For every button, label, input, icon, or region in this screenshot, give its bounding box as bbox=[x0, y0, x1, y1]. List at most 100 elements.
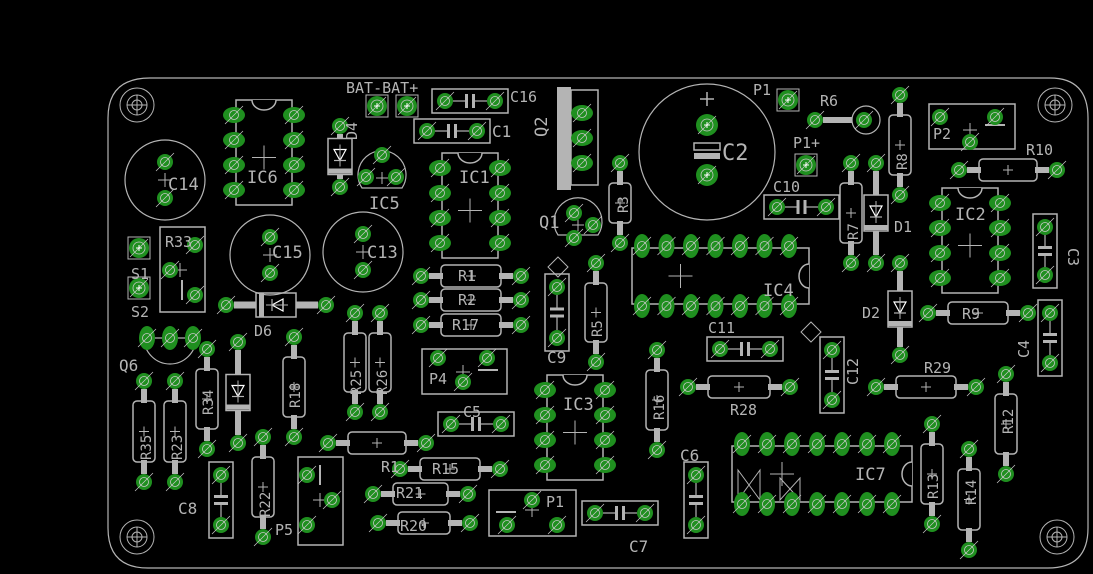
c10-pad[interactable] bbox=[816, 197, 836, 217]
c4-pad[interactable] bbox=[1040, 303, 1060, 323]
c2-pad[interactable] bbox=[696, 164, 718, 186]
c6-pad[interactable] bbox=[686, 465, 706, 485]
r33-pad[interactable] bbox=[160, 260, 180, 280]
r17-pad[interactable] bbox=[411, 315, 431, 335]
ic5-pin[interactable] bbox=[356, 167, 376, 187]
r26-pad[interactable] bbox=[370, 303, 390, 323]
d1-pad[interactable] bbox=[866, 153, 886, 173]
ic6-pin[interactable] bbox=[223, 105, 245, 125]
q1-pin[interactable] bbox=[583, 215, 603, 235]
r34-pad[interactable] bbox=[197, 439, 217, 459]
r-unlabeled-pad[interactable] bbox=[416, 433, 436, 453]
p2-pad[interactable] bbox=[960, 132, 980, 152]
r28-pad[interactable] bbox=[678, 377, 698, 397]
r1-pad[interactable] bbox=[411, 266, 431, 286]
ic4-pin[interactable] bbox=[706, 294, 725, 318]
ic7-pin[interactable] bbox=[732, 432, 752, 456]
r17-pad[interactable] bbox=[511, 315, 531, 335]
r15-pad[interactable] bbox=[390, 459, 410, 479]
r34-pad[interactable] bbox=[197, 339, 217, 359]
ic7-pin[interactable] bbox=[857, 492, 877, 516]
c8-pad[interactable] bbox=[211, 465, 231, 485]
q1-pin[interactable] bbox=[564, 203, 584, 223]
ic7-pin[interactable] bbox=[857, 432, 877, 456]
c5-pad[interactable] bbox=[491, 414, 511, 434]
p5-pad[interactable] bbox=[297, 515, 317, 535]
c5-pad[interactable] bbox=[441, 414, 461, 434]
r5-pad[interactable] bbox=[586, 253, 606, 273]
c16-pad[interactable] bbox=[435, 91, 455, 111]
c15-pad[interactable] bbox=[260, 227, 280, 247]
ic6-pin[interactable] bbox=[283, 180, 305, 200]
ic6-pin[interactable] bbox=[223, 130, 245, 150]
ic3-pin[interactable] bbox=[534, 380, 556, 400]
r21-pad[interactable] bbox=[363, 484, 383, 504]
c13-pad[interactable] bbox=[353, 224, 373, 244]
c2-pad[interactable] bbox=[696, 114, 718, 136]
r20-pad[interactable] bbox=[368, 513, 388, 533]
c14-pad[interactable] bbox=[155, 152, 175, 172]
c12-pad[interactable] bbox=[822, 340, 842, 360]
r28-pad[interactable] bbox=[780, 377, 800, 397]
ic3-pin[interactable] bbox=[594, 455, 616, 475]
r14-pad[interactable] bbox=[959, 540, 979, 560]
r33-pad[interactable] bbox=[185, 285, 205, 305]
ic2-pin[interactable] bbox=[929, 218, 951, 238]
ic7-pin[interactable] bbox=[732, 492, 752, 516]
c15-pad[interactable] bbox=[260, 263, 280, 283]
r20-pad[interactable] bbox=[460, 513, 480, 533]
ic3-pin[interactable] bbox=[594, 405, 616, 425]
ic4-pin[interactable] bbox=[779, 294, 799, 318]
r7-pad[interactable] bbox=[841, 153, 861, 173]
r13-pad[interactable] bbox=[922, 514, 942, 534]
r2-pad[interactable] bbox=[411, 290, 431, 310]
ic6-pin[interactable] bbox=[223, 180, 245, 200]
r8-pad[interactable] bbox=[890, 185, 910, 205]
ic6-pin[interactable] bbox=[283, 155, 305, 175]
ic1-pin[interactable] bbox=[489, 208, 511, 228]
ic7-pin[interactable] bbox=[782, 492, 802, 516]
r6-pad[interactable] bbox=[854, 110, 874, 130]
ic4-pin[interactable] bbox=[657, 294, 676, 318]
r5-pad[interactable] bbox=[586, 352, 606, 372]
d2-pad[interactable] bbox=[890, 345, 910, 365]
r2-pad[interactable] bbox=[511, 290, 531, 310]
r16-pad[interactable] bbox=[647, 440, 667, 460]
r23-pad[interactable] bbox=[165, 472, 185, 492]
d4-pad[interactable] bbox=[330, 116, 350, 136]
ic1-pin[interactable] bbox=[489, 158, 511, 178]
p1-pad[interactable] bbox=[497, 515, 517, 535]
c10-pad[interactable] bbox=[767, 197, 787, 217]
ic6-pin[interactable] bbox=[223, 155, 245, 175]
d-unlabeled-pad[interactable] bbox=[228, 433, 248, 453]
r22-pad[interactable] bbox=[253, 527, 273, 547]
r9-pad[interactable] bbox=[1018, 303, 1038, 323]
ic4-pin[interactable] bbox=[755, 294, 774, 318]
r18-pad[interactable] bbox=[284, 327, 304, 347]
ic4-pin[interactable] bbox=[657, 234, 676, 258]
s2-pad[interactable] bbox=[127, 276, 151, 300]
ic2-pin[interactable] bbox=[929, 268, 951, 288]
r25-pad[interactable] bbox=[345, 303, 365, 323]
r9-pad[interactable] bbox=[918, 303, 938, 323]
p1-pad[interactable] bbox=[776, 88, 800, 112]
ic7-pin[interactable] bbox=[832, 492, 852, 516]
p1-pad[interactable] bbox=[547, 515, 567, 535]
ic4-pin[interactable] bbox=[681, 234, 701, 258]
q1-pin[interactable] bbox=[564, 228, 584, 248]
ic4-pin[interactable] bbox=[730, 294, 750, 318]
ic3-pin[interactable] bbox=[534, 430, 556, 450]
ic1-pin[interactable] bbox=[429, 183, 451, 203]
ic1-pin[interactable] bbox=[489, 233, 511, 253]
p4-pad[interactable] bbox=[477, 348, 497, 368]
c3-pad[interactable] bbox=[1035, 265, 1055, 285]
c11-pad[interactable] bbox=[710, 339, 730, 359]
c7-pad[interactable] bbox=[635, 503, 655, 523]
q2-pin[interactable] bbox=[571, 153, 593, 173]
r33-pad[interactable] bbox=[185, 235, 205, 255]
r6-pad[interactable] bbox=[805, 110, 825, 130]
ic2-pin[interactable] bbox=[989, 193, 1011, 213]
ic7-pin[interactable] bbox=[807, 492, 827, 516]
d1-pad[interactable] bbox=[866, 253, 886, 273]
ic1-pin[interactable] bbox=[429, 158, 451, 178]
